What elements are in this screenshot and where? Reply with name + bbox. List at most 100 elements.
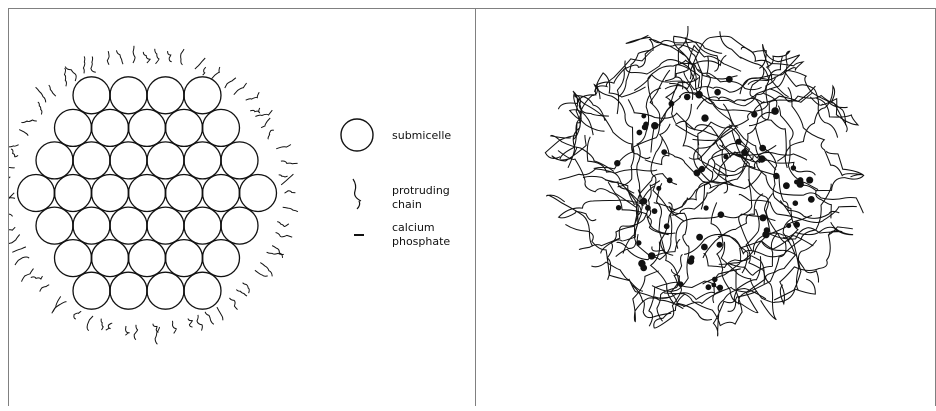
calcium-phosphate-dot [786, 223, 792, 229]
calcium-phosphate-dot [645, 205, 651, 211]
calcium-phosphate-dot [711, 282, 717, 288]
casein-chain [665, 44, 742, 82]
casein-chain [625, 34, 723, 54]
submicelle [146, 271, 185, 310]
submicelle [201, 238, 241, 278]
legend-item-submicelle: submicelle [340, 118, 451, 152]
calcium-phosphate-tick [171, 272, 179, 277]
calcium-phosphate-dot [640, 197, 648, 205]
casein-chain [664, 35, 720, 90]
casein-chain [763, 193, 843, 240]
calcium-phosphate-tick [171, 109, 179, 114]
protruding-chain [255, 109, 273, 117]
submicelle [109, 271, 148, 310]
calcium-phosphate-tick [152, 239, 160, 245]
casein-chain [558, 168, 658, 181]
submicelle [90, 173, 130, 213]
protruding-chain [224, 77, 237, 89]
calcium-phosphate-tick [226, 141, 234, 147]
submicelle [109, 141, 148, 180]
calcium-phosphate-tick [208, 141, 216, 147]
casein-chain [697, 92, 778, 175]
protruding-chain [125, 325, 130, 336]
calcium-phosphate-dot [636, 240, 642, 246]
calcium-phosphate-dot [714, 88, 721, 96]
casein-chain [654, 268, 741, 301]
calcium-phosphate-dot [725, 75, 733, 83]
submicelle [53, 173, 93, 213]
casein-chain [594, 38, 685, 93]
calcium-phosphate-dot [668, 100, 675, 107]
submicelle [201, 173, 241, 213]
casein-chain [573, 95, 651, 160]
calcium-phosphate-dot [693, 169, 701, 177]
calcium-phosphate-dot [641, 124, 648, 131]
protruding-chain [245, 92, 260, 101]
calcium-phosphate-tick [152, 141, 160, 147]
calcium-phosphate-tick [78, 239, 86, 245]
protruding-chain [86, 315, 94, 332]
calcium-phosphate-dot [793, 221, 800, 228]
casein-chain [720, 241, 816, 304]
submicelle-diagram: submicelle protruding chain calcium phos… [0, 45, 451, 345]
calcium-phosphate-tick [171, 174, 179, 180]
casein-chain [787, 87, 863, 178]
casein-chain [604, 179, 643, 280]
calcium-phosphate-dot [735, 138, 742, 145]
calcium-phosphate-tick [189, 109, 197, 114]
protruding-chain [39, 284, 50, 292]
calcium-phosphate-dot [741, 149, 749, 156]
protruding-chain [271, 245, 284, 258]
casein-chain [747, 69, 848, 109]
protruding-chain [266, 251, 284, 255]
submicelle-cluster [16, 76, 278, 310]
protruding-chain [4, 143, 19, 148]
calcium-phosphate-tick [152, 272, 160, 277]
calcium-phosphate-tick [226, 206, 234, 212]
submicelle [164, 238, 204, 278]
calcium-phosphate-dot [701, 243, 708, 251]
protruding-chain [260, 262, 273, 277]
casein-chain [783, 71, 839, 138]
protruding-chain [278, 174, 288, 178]
casein-chain [731, 129, 840, 219]
calcium-phosphate-tick [245, 174, 253, 180]
casein-chain [557, 72, 646, 110]
calcium-phosphate-tick [78, 109, 86, 114]
calcium-phosphate-tick [152, 109, 160, 114]
protruding-chain [233, 82, 248, 96]
protruding-chain [21, 119, 37, 124]
legend-label-phosphate: phosphate [392, 235, 450, 248]
calcium-phosphate-dot [663, 223, 670, 230]
calcium-phosphate-dot [723, 154, 729, 160]
calcium-phosphate-dot [717, 211, 725, 218]
submicelle [109, 206, 148, 245]
casein-chain [738, 193, 857, 223]
casein-chain [715, 103, 762, 172]
submicelle [164, 173, 204, 213]
calcium-phosphate-dot [716, 241, 723, 248]
calcium-phosphate-dot [705, 284, 712, 291]
protruding-chain [216, 306, 224, 321]
calcium-phosphate-tick [134, 109, 142, 114]
casein-chain [557, 185, 655, 222]
legend-item-calcium-phosphate: calcium phosphate [354, 221, 450, 248]
casein-chain [649, 241, 723, 308]
casein-chain [634, 73, 694, 100]
protruding-chain [282, 206, 299, 213]
legend-item-protruding-chain: protruding chain [352, 178, 450, 211]
protruding-chain [90, 56, 96, 73]
legend: submicelle protruding chain calcium phos… [340, 118, 451, 248]
casein-chain [711, 142, 808, 186]
calcium-phosphate-tick [97, 272, 105, 277]
calcium-phosphate-tick [226, 174, 234, 180]
casein-chain [738, 200, 796, 305]
casein-chain [648, 280, 721, 327]
protruding-chain [4, 226, 16, 232]
casein-chain [744, 148, 864, 214]
protruding-chain [0, 176, 11, 182]
calcium-phosphate-dot [783, 182, 790, 190]
submicelle [220, 141, 259, 180]
protruding-chain [63, 67, 67, 87]
submicelle [72, 206, 111, 245]
